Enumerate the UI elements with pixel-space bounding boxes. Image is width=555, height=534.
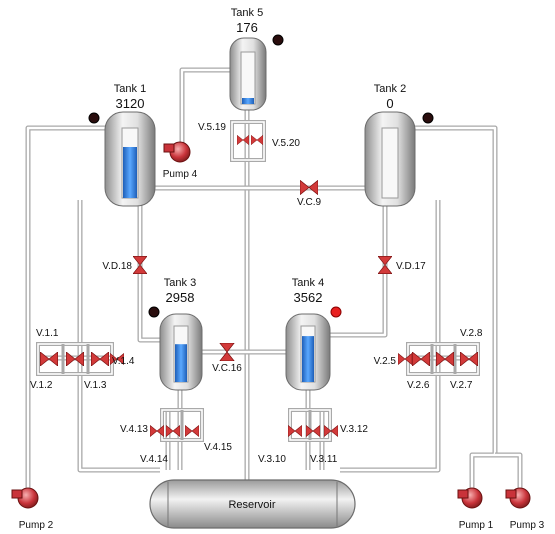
- valve-v27[interactable]: [436, 352, 454, 366]
- valve-v13[interactable]: [91, 352, 109, 366]
- tank-1[interactable]: Tank 1 3120: [88, 83, 156, 207]
- valve-vc9[interactable]: [300, 180, 318, 195]
- tank-5-value: 176: [236, 20, 258, 35]
- reservoir-label: Reservoir: [228, 499, 275, 511]
- tank-1-level: [123, 147, 137, 198]
- pump-2-label: Pump 2: [19, 520, 54, 531]
- label-v14: V.1.4: [112, 356, 135, 367]
- label-v415: V.4.15: [204, 442, 232, 453]
- valve-v413[interactable]: [150, 425, 164, 437]
- valve-v414[interactable]: [166, 425, 180, 437]
- pump-3-label: Pump 3: [510, 520, 545, 531]
- tank-3-level: [175, 344, 187, 382]
- tank-1-value: 3120: [116, 96, 145, 111]
- valve-v28[interactable]: [460, 352, 478, 366]
- label-v11: V.1.1: [36, 328, 59, 339]
- tank-5-status-indicator: [272, 34, 284, 46]
- tank-4-status-indicator: [330, 306, 342, 318]
- valve-vd17[interactable]: [378, 256, 392, 274]
- tank-5-level: [242, 98, 254, 104]
- tank-3[interactable]: Tank 3 2958: [148, 277, 203, 391]
- label-v519: V.5.19: [198, 122, 226, 133]
- pump-1-label: Pump 1: [459, 520, 494, 531]
- valve-v520[interactable]: [251, 134, 263, 146]
- tank-3-value: 2958: [166, 290, 195, 305]
- label-v413: V.4.13: [120, 424, 148, 435]
- valve-v12[interactable]: [66, 352, 84, 366]
- label-vc9: V.C.9: [297, 197, 322, 208]
- label-v26: V.2.6: [407, 380, 430, 391]
- pump-4-label: Pump 4: [163, 169, 198, 180]
- valve-labels: V.5.19 V.5.20 V.C.9 V.D.18 V.D.17 V.C.16…: [30, 122, 483, 465]
- tank-2-name: Tank 2: [374, 83, 406, 95]
- label-v414: V.4.14: [140, 454, 168, 465]
- tank-4-value: 3562: [294, 290, 323, 305]
- pipe-network: [25, 67, 523, 490]
- pump-3[interactable]: Pump 3: [505, 487, 545, 531]
- tank-5[interactable]: Tank 5 176: [229, 7, 284, 111]
- label-v12: V.1.2: [30, 380, 53, 391]
- valve-v25[interactable]: [398, 353, 412, 365]
- tank-4-level: [302, 336, 314, 382]
- tank-2[interactable]: Tank 2 0: [364, 83, 434, 207]
- tank-5-name: Tank 5: [231, 7, 263, 19]
- pump-1[interactable]: Pump 1: [457, 487, 494, 531]
- valve-v415[interactable]: [185, 425, 199, 437]
- tank-4[interactable]: Tank 4 3562: [285, 277, 342, 391]
- pump-4[interactable]: Pump 4: [163, 141, 198, 180]
- pump-2[interactable]: Pump 2: [11, 487, 54, 531]
- tank-3-status-indicator: [148, 306, 160, 318]
- valve-v519[interactable]: [237, 134, 249, 146]
- valve-v26[interactable]: [412, 352, 430, 366]
- valve-v311[interactable]: [306, 425, 320, 437]
- tank-3-name: Tank 3: [164, 277, 196, 289]
- label-v27: V.2.7: [450, 380, 473, 391]
- label-v13: V.1.3: [84, 380, 107, 391]
- label-v520: V.5.20: [272, 138, 300, 149]
- valve-v310[interactable]: [288, 425, 302, 437]
- tank-2-status-indicator: [422, 112, 434, 124]
- label-v311: V.3.11: [310, 454, 338, 465]
- tank-1-name: Tank 1: [114, 83, 146, 95]
- label-vd17: V.D.17: [396, 261, 426, 272]
- tank-4-name: Tank 4: [292, 277, 324, 289]
- label-v28: V.2.8: [460, 328, 483, 339]
- reservoir[interactable]: Reservoir: [149, 479, 356, 529]
- label-v25: V.2.5: [374, 356, 397, 367]
- label-vd18: V.D.18: [102, 261, 132, 272]
- valve-v11[interactable]: [40, 352, 58, 366]
- tank-1-status-indicator: [88, 112, 100, 124]
- label-vc16: V.C.16: [212, 363, 242, 374]
- label-v312: V.3.12: [340, 424, 368, 435]
- tank-2-value: 0: [386, 96, 393, 111]
- label-v310: V.3.10: [258, 454, 286, 465]
- valve-vd18[interactable]: [133, 256, 147, 274]
